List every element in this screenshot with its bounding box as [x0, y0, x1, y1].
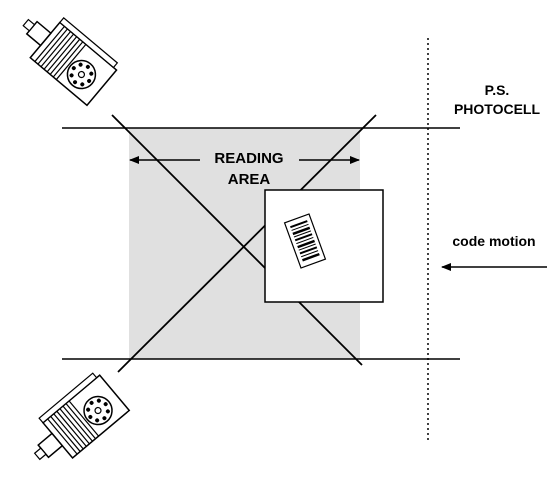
code-motion-label: code motion	[452, 233, 535, 249]
package-box	[264, 189, 384, 303]
barcode-icon	[283, 213, 327, 269]
scan-beam-top	[111, 114, 363, 366]
photocell-label-line2: PHOTOCELL	[454, 101, 541, 117]
scanner-top-icon	[9, 0, 122, 107]
scan-beam-bottom	[117, 114, 377, 373]
reading-area-label-line1: READING	[214, 150, 283, 167]
photocell-label-line1: P.S.	[485, 82, 510, 98]
reading-area-label-line2: AREA	[228, 171, 271, 188]
scanner-bottom-icon	[18, 369, 131, 476]
